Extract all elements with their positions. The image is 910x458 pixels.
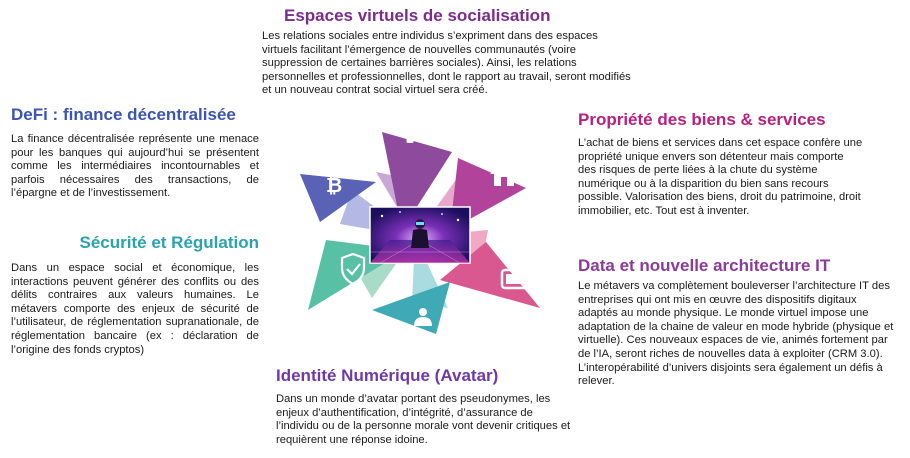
metaverse-image	[369, 206, 471, 264]
section-securite-title: Sécurité et Régulation	[79, 233, 259, 252]
section-data: Data et nouvelle architecture IT Le méta…	[578, 256, 894, 389]
section-securite-text: Dans un espace social et économique, les…	[11, 262, 259, 356]
section-espaces: Espaces virtuels de socialisation Les re…	[262, 6, 632, 98]
section-identite: Identité Numérique (Avatar) Dans un mond…	[276, 366, 576, 447]
home-wifi-icon	[490, 152, 521, 186]
tv-icon	[500, 263, 530, 290]
triangle-purple	[382, 132, 452, 230]
section-defi-text: La finance décentralisée représente une …	[11, 133, 259, 200]
svg-text:₿: ₿	[326, 173, 342, 197]
people-icon	[406, 123, 428, 143]
section-defi: DeFi : finance décentralisée La finance …	[11, 105, 259, 201]
section-propriete-text: L’achat de biens et services dans cet es…	[578, 137, 863, 217]
star-diagram: ₿	[300, 123, 540, 334]
section-data-text: Le métavers va complètement bouleverser …	[578, 280, 894, 388]
section-identite-text: Dans un monde d’avatar portant des pseud…	[276, 393, 571, 446]
section-propriete-title: Propriété des biens & services	[578, 110, 826, 129]
user-icon	[414, 308, 432, 326]
triangle-pink	[440, 242, 540, 308]
section-data-title: Data et nouvelle architecture IT	[578, 256, 831, 275]
section-identite-title: Identité Numérique (Avatar)	[276, 366, 499, 385]
section-espaces-title: Espaces virtuels de socialisation	[284, 6, 551, 25]
shield-check-icon	[340, 252, 366, 286]
section-securite: Sécurité et Régulation Dans un espace so…	[11, 233, 259, 357]
section-propriete: Propriété des biens & services L’achat d…	[578, 110, 863, 219]
bitcoin-icon: ₿	[326, 173, 342, 197]
triangle-blue	[300, 174, 376, 222]
triangle-teal	[372, 282, 450, 334]
section-espaces-text: Les relations sociales entre individus s…	[262, 30, 631, 97]
section-defi-title: DeFi : finance décentralisée	[11, 105, 236, 124]
